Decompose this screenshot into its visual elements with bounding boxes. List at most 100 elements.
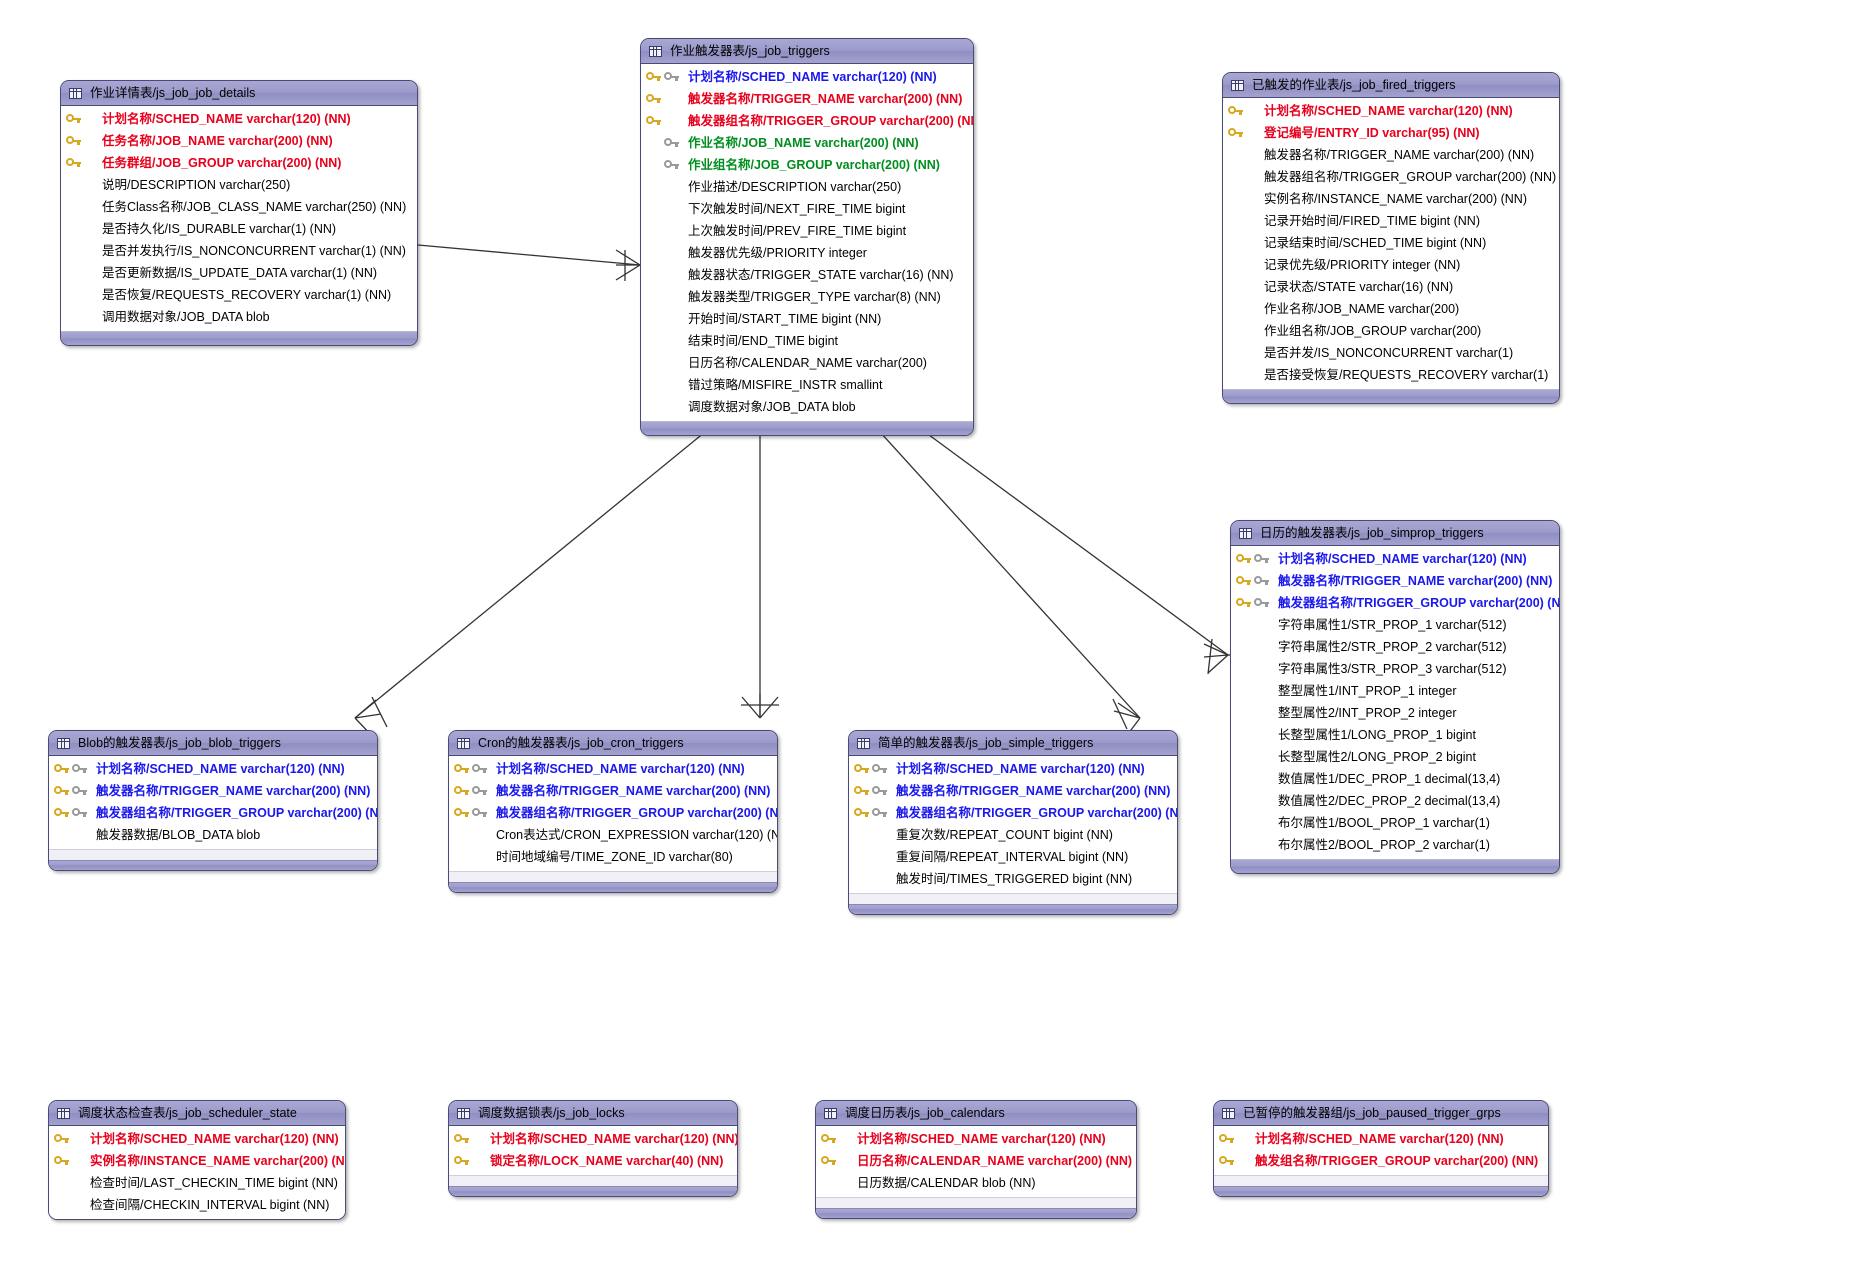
field-row[interactable]: 触发器名称/TRIGGER_NAME varchar(200) (NN): [1223, 144, 1559, 166]
field-row[interactable]: 作业组名称/JOB_GROUP varchar(200): [1223, 320, 1559, 342]
entity-header-simprop_triggers[interactable]: 日历的触发器表/js_job_simprop_triggers: [1231, 521, 1559, 546]
field-row[interactable]: 计划名称/SCHED_NAME varchar(120) (NN): [816, 1128, 1136, 1150]
field-row[interactable]: 布尔属性2/BOOL_PROP_2 varchar(1): [1231, 834, 1559, 856]
field-row[interactable]: 作业名称/JOB_NAME varchar(200) (NN): [641, 132, 973, 154]
field-row[interactable]: 记录优先级/PRIORITY integer (NN): [1223, 254, 1559, 276]
entity-header-scheduler_state[interactable]: 调度状态检查表/js_job_scheduler_state: [49, 1101, 345, 1126]
field-row[interactable]: 检查间隔/CHECKIN_INTERVAL bigint (NN): [49, 1194, 345, 1216]
field-row[interactable]: 说明/DESCRIPTION varchar(250): [61, 174, 417, 196]
field-row[interactable]: 日历名称/CALENDAR_NAME varchar(200) (NN): [816, 1150, 1136, 1172]
field-row[interactable]: 字符串属性2/STR_PROP_2 varchar(512): [1231, 636, 1559, 658]
field-row[interactable]: 整型属性1/INT_PROP_1 integer: [1231, 680, 1559, 702]
field-row[interactable]: 触发组名称/TRIGGER_GROUP varchar(200) (NN): [1214, 1150, 1548, 1172]
entity-header-calendars[interactable]: 调度日历表/js_job_calendars: [816, 1101, 1136, 1126]
field-row[interactable]: 作业描述/DESCRIPTION varchar(250): [641, 176, 973, 198]
field-row[interactable]: 时间地域编号/TIME_ZONE_ID varchar(80): [449, 846, 777, 868]
field-row[interactable]: 计划名称/SCHED_NAME varchar(120) (NN): [449, 758, 777, 780]
field-row[interactable]: 任务Class名称/JOB_CLASS_NAME varchar(250) (N…: [61, 196, 417, 218]
field-row[interactable]: 触发器组名称/TRIGGER_GROUP varchar(200) (NN): [449, 802, 777, 824]
field-row[interactable]: 触发器名称/TRIGGER_NAME varchar(200) (NN): [449, 780, 777, 802]
field-row[interactable]: 数值属性1/DEC_PROP_1 decimal(13,4): [1231, 768, 1559, 790]
field-row[interactable]: 作业组名称/JOB_GROUP varchar(200) (NN): [641, 154, 973, 176]
field-row[interactable]: 触发器组名称/TRIGGER_GROUP varchar(200) (NN): [1231, 592, 1559, 614]
field-row[interactable]: 调度数据对象/JOB_DATA blob: [641, 396, 973, 418]
field-row[interactable]: 计划名称/SCHED_NAME varchar(120) (NN): [1231, 548, 1559, 570]
field-row[interactable]: 记录开始时间/FIRED_TIME bigint (NN): [1223, 210, 1559, 232]
field-row[interactable]: 实例名称/INSTANCE_NAME varchar(200) (NN): [49, 1150, 345, 1172]
entity-header-job_details[interactable]: 作业详情表/js_job_job_details: [61, 81, 417, 106]
field-row[interactable]: 计划名称/SCHED_NAME varchar(120) (NN): [49, 1128, 345, 1150]
field-row[interactable]: 重复间隔/REPEAT_INTERVAL bigint (NN): [849, 846, 1177, 868]
field-row[interactable]: 长整型属性2/LONG_PROP_2 bigint: [1231, 746, 1559, 768]
field-row[interactable]: 计划名称/SCHED_NAME varchar(120) (NN): [49, 758, 377, 780]
field-row[interactable]: 下次触发时间/NEXT_FIRE_TIME bigint: [641, 198, 973, 220]
field-row[interactable]: 字符串属性3/STR_PROP_3 varchar(512): [1231, 658, 1559, 680]
field-row[interactable]: 触发器名称/TRIGGER_NAME varchar(200) (NN): [1231, 570, 1559, 592]
field-row[interactable]: 触发器名称/TRIGGER_NAME varchar(200) (NN): [49, 780, 377, 802]
field-row[interactable]: 是否更新数据/IS_UPDATE_DATA varchar(1) (NN): [61, 262, 417, 284]
field-row[interactable]: 登记编号/ENTRY_ID varchar(95) (NN): [1223, 122, 1559, 144]
field-row[interactable]: 是否接受恢复/REQUESTS_RECOVERY varchar(1): [1223, 364, 1559, 386]
entity-header-paused_trigger_grps[interactable]: 已暂停的触发器组/js_job_paused_trigger_grps: [1214, 1101, 1548, 1126]
field-row[interactable]: 触发器名称/TRIGGER_NAME varchar(200) (NN): [849, 780, 1177, 802]
field-row[interactable]: 触发器状态/TRIGGER_STATE varchar(16) (NN): [641, 264, 973, 286]
field-row[interactable]: 是否并发执行/IS_NONCONCURRENT varchar(1) (NN): [61, 240, 417, 262]
field-row[interactable]: 长整型属性1/LONG_PROP_1 bigint: [1231, 724, 1559, 746]
field-row[interactable]: 计划名称/SCHED_NAME varchar(120) (NN): [449, 1128, 737, 1150]
field-row[interactable]: 检查时间/LAST_CHECKIN_TIME bigint (NN): [49, 1172, 345, 1194]
field-row[interactable]: Cron表达式/CRON_EXPRESSION varchar(120) (NN…: [449, 824, 777, 846]
entity-header-cron_triggers[interactable]: Cron的触发器表/js_job_cron_triggers: [449, 731, 777, 756]
entity-header-simple_triggers[interactable]: 简单的触发器表/js_job_simple_triggers: [849, 731, 1177, 756]
field-row[interactable]: 错过策略/MISFIRE_INSTR smallint: [641, 374, 973, 396]
field-row[interactable]: 计划名称/SCHED_NAME varchar(120) (NN): [61, 108, 417, 130]
field-row[interactable]: 布尔属性1/BOOL_PROP_1 varchar(1): [1231, 812, 1559, 834]
field-row[interactable]: 字符串属性1/STR_PROP_1 varchar(512): [1231, 614, 1559, 636]
field-row[interactable]: 触发器组名称/TRIGGER_GROUP varchar(200) (NN): [641, 110, 973, 132]
entity-header-job_triggers[interactable]: 作业触发器表/js_job_triggers: [641, 39, 973, 64]
field-row[interactable]: 实例名称/INSTANCE_NAME varchar(200) (NN): [1223, 188, 1559, 210]
field-row[interactable]: 重复次数/REPEAT_COUNT bigint (NN): [849, 824, 1177, 846]
entity-header-locks[interactable]: 调度数据锁表/js_job_locks: [449, 1101, 737, 1126]
field-row[interactable]: 整型属性2/INT_PROP_2 integer: [1231, 702, 1559, 724]
field-row[interactable]: 任务群组/JOB_GROUP varchar(200) (NN): [61, 152, 417, 174]
field-row[interactable]: 记录状态/STATE varchar(16) (NN): [1223, 276, 1559, 298]
field-row[interactable]: 计划名称/SCHED_NAME varchar(120) (NN): [641, 66, 973, 88]
field-row[interactable]: 开始时间/START_TIME bigint (NN): [641, 308, 973, 330]
field-row[interactable]: 计划名称/SCHED_NAME varchar(120) (NN): [849, 758, 1177, 780]
field-row[interactable]: 触发器组名称/TRIGGER_GROUP varchar(200) (NN): [49, 802, 377, 824]
field-row[interactable]: 触发器类型/TRIGGER_TYPE varchar(8) (NN): [641, 286, 973, 308]
field-row[interactable]: 触发时间/TIMES_TRIGGERED bigint (NN): [849, 868, 1177, 890]
field-row[interactable]: 数值属性2/DEC_PROP_2 decimal(13,4): [1231, 790, 1559, 812]
field-row[interactable]: 作业名称/JOB_NAME varchar(200): [1223, 298, 1559, 320]
field-row[interactable]: 触发器名称/TRIGGER_NAME varchar(200) (NN): [641, 88, 973, 110]
field-row[interactable]: 是否持久化/IS_DURABLE varchar(1) (NN): [61, 218, 417, 240]
field-row[interactable]: 触发器组名称/TRIGGER_GROUP varchar(200) (NN): [1223, 166, 1559, 188]
field-row[interactable]: 是否恢复/REQUESTS_RECOVERY varchar(1) (NN): [61, 284, 417, 306]
field-row[interactable]: 上次触发时间/PREV_FIRE_TIME bigint: [641, 220, 973, 242]
field-row[interactable]: 触发器数据/BLOB_DATA blob: [49, 824, 377, 846]
field-row[interactable]: 是否并发/IS_NONCONCURRENT varchar(1): [1223, 342, 1559, 364]
field-row[interactable]: 记录结束时间/SCHED_TIME bigint (NN): [1223, 232, 1559, 254]
entity-header-blob_triggers[interactable]: Blob的触发器表/js_job_blob_triggers: [49, 731, 377, 756]
field-row[interactable]: 触发器组名称/TRIGGER_GROUP varchar(200) (NN): [849, 802, 1177, 824]
field-row[interactable]: 锁定名称/LOCK_NAME varchar(40) (NN): [449, 1150, 737, 1172]
field-row[interactable]: 日历名称/CALENDAR_NAME varchar(200): [641, 352, 973, 374]
field-row[interactable]: 任务名称/JOB_NAME varchar(200) (NN): [61, 130, 417, 152]
field-row[interactable]: 结束时间/END_TIME bigint: [641, 330, 973, 352]
field-row[interactable]: 计划名称/SCHED_NAME varchar(120) (NN): [1214, 1128, 1548, 1150]
entity-header-fired_triggers[interactable]: 已触发的作业表/js_job_fired_triggers: [1223, 73, 1559, 98]
field-row[interactable]: 计划名称/SCHED_NAME varchar(120) (NN): [1223, 100, 1559, 122]
field-row[interactable]: 调用数据对象/JOB_DATA blob: [61, 306, 417, 328]
field-row[interactable]: 触发器优先级/PRIORITY integer: [641, 242, 973, 264]
field-row[interactable]: 日历数据/CALENDAR blob (NN): [816, 1172, 1136, 1194]
